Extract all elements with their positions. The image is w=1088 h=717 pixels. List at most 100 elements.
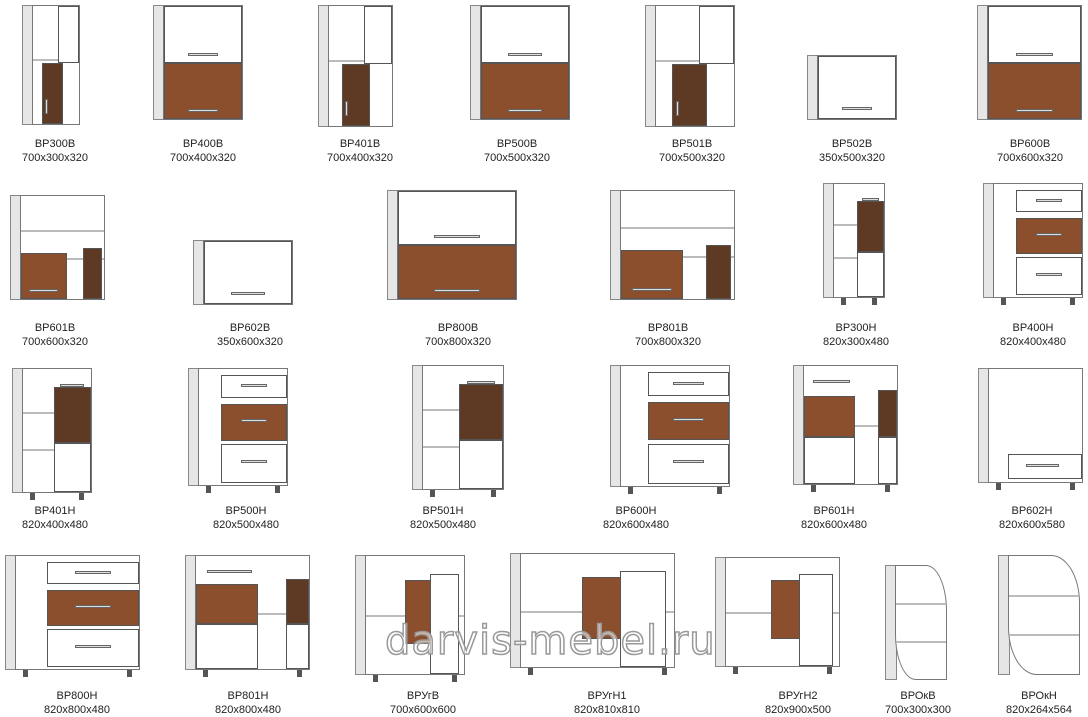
flap-door [204,241,292,304]
cabinet-image [885,565,947,680]
cabinet-image [318,5,393,127]
item-code: ВР800Н [56,690,98,702]
item-code: ВР400Н [1012,322,1054,334]
item-code: ВР601В [34,322,76,334]
handle [841,107,873,110]
handle [74,570,111,574]
shelf [656,60,734,62]
shelf [329,60,392,62]
drawer-front [1016,217,1082,255]
handle [1036,232,1062,236]
cabinet-body [328,5,393,127]
cabinet-image [387,190,517,300]
item-code: ВР502В [831,138,873,150]
door-panel [856,251,884,297]
flap-door [164,6,242,63]
door-panel [459,384,503,440]
cabinet-body [480,5,570,120]
cabinet-body [833,183,885,298]
door-panel [196,623,259,669]
item-label: ВР800Н 820x800x480 [7,689,147,717]
item-size: 700x500x320 [483,152,551,164]
handle [1026,463,1059,467]
item-code: ВР300Н [835,322,877,334]
cabinet-body [195,555,310,670]
cabinet-image [5,555,140,677]
drawer-front [221,403,287,441]
handle [345,100,349,116]
handle [187,109,219,112]
handle [467,380,495,384]
cabinet-image [610,190,735,300]
drawer-front [648,372,729,396]
item-size: 820x600x480 [800,519,868,531]
item-size: 700x500x320 [658,152,726,164]
flap-door [988,6,1081,63]
item-code: ВР500В [496,138,538,150]
handle [1016,109,1053,112]
cabinet-image [977,5,1082,120]
item-size: 700x400x320 [169,152,237,164]
door-panel [878,389,897,437]
door-panel [83,247,102,299]
door-panel [341,63,370,126]
leg [885,485,890,492]
item-code: ВРУгВ [406,690,440,702]
leg [662,668,667,675]
leg [996,483,1001,490]
door-panel [620,570,667,667]
cabinet-image [645,5,735,127]
door-panel [799,574,834,666]
cabinet-image [823,183,885,305]
item-code: ВР500Н [225,505,267,517]
item-code: ВР800В [437,322,479,334]
item-code: ВРОкН [1021,690,1057,702]
handle [507,52,543,56]
flap-door [818,56,896,119]
door-panel [878,436,897,484]
cabinet-body [365,555,465,675]
cabinet-body [993,183,1083,298]
item-size: 820x800x480 [43,704,111,716]
flap-door [481,62,569,119]
cabinet-image [10,195,105,300]
cabinet-body [620,365,730,487]
item-code: ВР300В [34,138,76,150]
cabinet-body [725,557,840,667]
leg [628,487,633,494]
cabinet-body [15,555,140,670]
handle [187,52,219,56]
handle [74,644,111,648]
drawer-front [46,589,139,627]
cabinet-image [470,5,570,120]
handle [45,99,49,115]
shelf [621,226,734,229]
shelf [896,640,946,643]
item-size: 820x264x564 [1005,704,1073,716]
door-panel [429,573,460,674]
cabinet-body [803,365,898,485]
handle [230,292,266,295]
flap-door [988,62,1081,119]
handle [1036,272,1062,276]
door-panel [42,62,63,124]
item-size: 700x600x600 [389,704,457,716]
door-panel [621,250,684,299]
cabinet-image [610,365,730,494]
handle [241,459,267,463]
cabinet-image [193,240,293,305]
item-size: 820x900x500 [764,704,832,716]
handle [1016,52,1053,56]
